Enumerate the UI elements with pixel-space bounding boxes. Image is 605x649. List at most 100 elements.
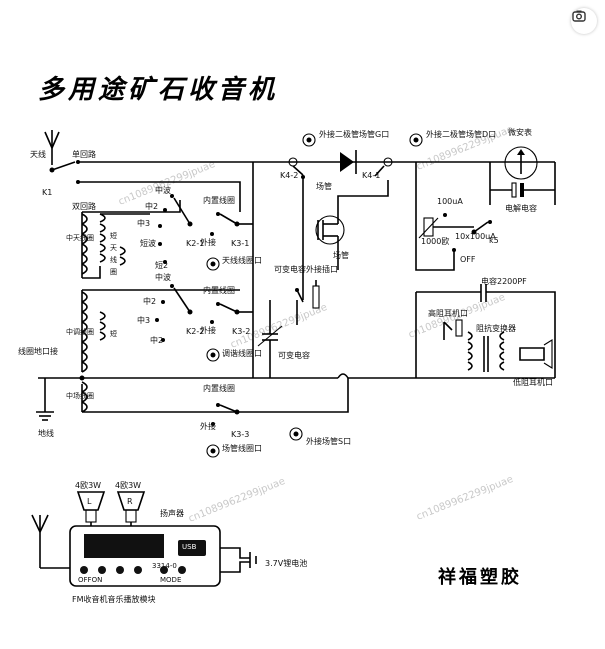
capacitor-2200pf [480, 284, 487, 302]
camera-search-icon[interactable] [571, 8, 597, 34]
builtin-coil-label-2: 内置线圈 [203, 285, 235, 295]
k1-label: K1 [42, 188, 52, 197]
ext-label-2: 外接 [200, 325, 216, 335]
k42-label: K4-2 [280, 171, 298, 180]
diode-symbol [340, 150, 357, 174]
tuning-coil [81, 291, 88, 373]
coil-ground-label: 线圈地口接 [18, 346, 58, 356]
earphone-icon[interactable] [519, 339, 553, 369]
speaker-l-rating: 4欧3W [75, 480, 101, 490]
impedance-transformer [467, 331, 505, 372]
short-label-2: 短 [110, 329, 117, 338]
speaker-r-rating: 4欧3W [115, 480, 141, 490]
ext-diode-d-label-1: 外接二极管场管D口 [426, 129, 496, 139]
hi-ear-jack[interactable] [443, 319, 463, 340]
microammeter-label: 微安表 [508, 127, 532, 137]
field-coil-port-label-1: 场管线圈口 [222, 443, 262, 453]
electrolytic-capacitor [490, 182, 555, 198]
sw2-label: 短2 [155, 260, 168, 270]
mw-label: 中波 [155, 185, 171, 195]
watermark-5: cn1089962299jpuae [187, 476, 287, 525]
field-coil-label: 中场线圈 [66, 391, 94, 400]
tuning-coil-label: 中调线圈 [66, 327, 94, 336]
speaker-label: 扬声器 [160, 508, 184, 518]
m2-label-a: 中2 [145, 201, 158, 211]
k32-label: K3-2 [232, 327, 250, 336]
short-label-1: 短 [110, 231, 117, 240]
ext-fet-s-label: 外接场管S口 [306, 436, 351, 446]
fet-s-port[interactable] [289, 427, 303, 441]
diagram-title: 多用途矿石收音机 [38, 75, 278, 105]
x10-label: 10x100uA [455, 232, 496, 241]
m2-label-b: 中2 [143, 296, 156, 306]
m2-label-c: 中2 [150, 335, 163, 345]
fm-antenna-icon [31, 514, 70, 569]
right-label: R [127, 497, 133, 506]
xian-label: 线 [110, 255, 117, 264]
watermark-1: cn1089962299jpuae [117, 159, 217, 208]
off-label: OFF [460, 255, 476, 264]
k5-label: k5 [489, 236, 499, 245]
k33-label: K3-3 [231, 430, 249, 439]
ua100-label: 100uA [437, 197, 463, 206]
ammeter-icon [504, 146, 538, 180]
k41-switch[interactable] [383, 157, 393, 167]
ext-diode-g-label-1: 外接二极管场管G口 [319, 129, 389, 139]
k41-label: K4-1 [362, 171, 380, 180]
fet-symbol [315, 180, 389, 270]
hi-ear-label: 高阻耳机口 [428, 308, 468, 318]
fet-label-bottom: 场管 [333, 250, 349, 260]
single-loop-label: 单回路 [72, 149, 96, 159]
lo-ear-label: 低阻耳机口 [513, 377, 553, 387]
left-label: L [87, 497, 92, 506]
brand-label: 祥福塑胶 [438, 566, 522, 588]
antenna-icon [44, 130, 60, 165]
antenna-coil [81, 213, 88, 275]
tuning-coil-port-label: 调谐线圈口 [222, 348, 262, 358]
double-loop-label: 双回路 [72, 201, 96, 211]
imp-trans-label: 阻抗变换器 [476, 323, 516, 333]
antenna-coil-port[interactable] [206, 257, 220, 271]
tian-label: 天 [110, 244, 117, 252]
fm-module [69, 525, 221, 587]
ground-label: 地线 [38, 428, 54, 438]
antenna-coil-label-1: 中天线圈 [66, 233, 94, 242]
tuning-coil-port[interactable] [206, 348, 220, 362]
varcap-port-label: 可变电容外接插口 [274, 264, 338, 274]
diode-port-d[interactable] [409, 133, 423, 147]
panel-note: 3314-0 [152, 562, 177, 570]
watermark-6: cn1089962299jpuae [415, 474, 515, 523]
resistor-1000ohm [423, 217, 434, 237]
offon-label: OFFON [78, 576, 102, 584]
m3-label-b: 中3 [137, 315, 150, 325]
r1000-label: 1000欧 [421, 236, 449, 246]
varcap-label: 可变电容 [278, 350, 310, 360]
mw-label-2: 中波 [155, 272, 171, 282]
ground-icon [36, 378, 54, 421]
fet-label-top: 场管 [316, 181, 332, 191]
m3-label-a: 中3 [137, 218, 150, 228]
sw-band-label: 短波 [140, 238, 156, 248]
ext-label-3: 外接 [200, 421, 216, 431]
speaker-icon [76, 491, 146, 523]
k21-label: K2-1 [186, 239, 204, 248]
quan-label: 圈 [110, 268, 117, 276]
field-coil [81, 381, 88, 413]
module-caption: FM收音机音乐播放模块 [72, 594, 156, 604]
battery-label: 3.7V锂电池 [265, 558, 307, 568]
mode-label: MODE [160, 576, 181, 584]
diode-port-g[interactable] [302, 133, 316, 147]
antenna-label: 天线 [30, 149, 46, 159]
ext-label-1: 外接 [200, 237, 216, 247]
electrolytic-label: 电解电容 [505, 203, 537, 213]
field-coil-port[interactable] [206, 444, 220, 458]
k31-label: K3-1 [231, 239, 249, 248]
k22-label: K2-2 [186, 327, 204, 336]
battery-icon [220, 547, 257, 573]
builtin-coil-label-3: 内置线圈 [203, 383, 235, 393]
cap2200-label: 电容2200PF [481, 276, 527, 286]
builtin-coil-label-1: 内置线圈 [203, 195, 235, 205]
usb-label: USB [182, 543, 197, 551]
